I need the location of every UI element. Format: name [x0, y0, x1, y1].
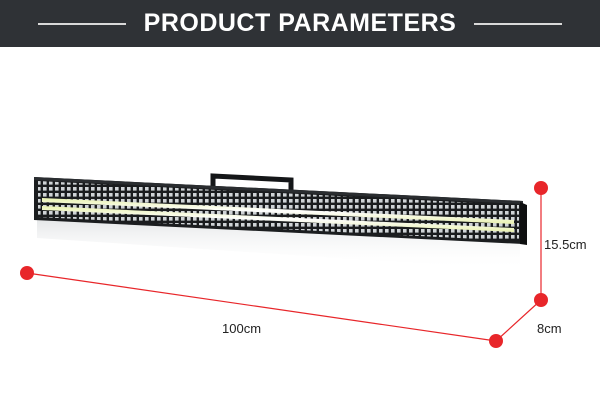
marker-right-top — [534, 181, 548, 195]
right-divider — [474, 22, 563, 25]
marker-bottom — [489, 334, 503, 348]
marker-left — [20, 266, 34, 280]
page-title: PRODUCT PARAMETERS — [143, 9, 457, 37]
length-label: 100cm — [222, 321, 262, 336]
header-banner: PRODUCT PARAMETERS — [0, 0, 600, 47]
depth-label: 8cm — [537, 321, 562, 336]
marker-right-bottom — [534, 293, 548, 307]
floor-reflection — [37, 216, 520, 270]
led-strip-upper — [42, 198, 514, 224]
led-strip-lower — [42, 206, 514, 232]
dimension-markers — [20, 181, 548, 348]
carry-handle — [210, 173, 294, 195]
led-light-bar — [34, 177, 527, 245]
left-divider — [37, 22, 126, 25]
dimension-lines — [26, 188, 542, 342]
product-illustration — [20, 173, 548, 348]
height-label: 15.5cm — [544, 237, 587, 252]
